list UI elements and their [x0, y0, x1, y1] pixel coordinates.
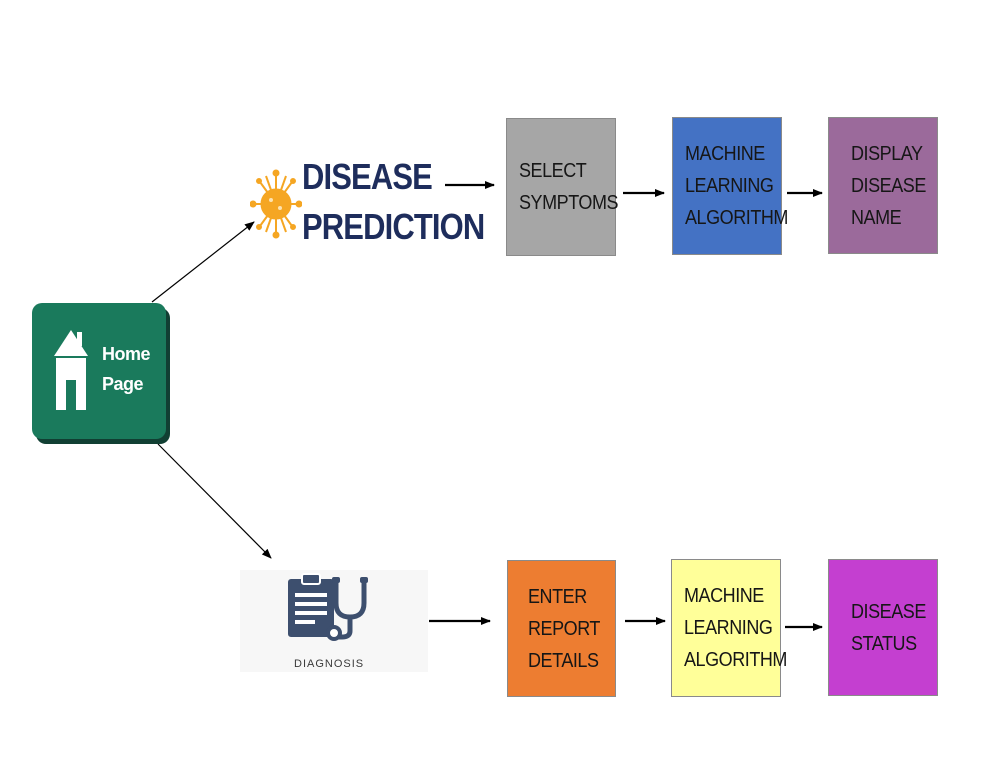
- display-disease-line2: DISEASE: [851, 174, 926, 197]
- enter-report-line2: REPORT: [528, 617, 600, 640]
- ml-algorithm-top-box[interactable]: MACHINE LEARNING ALGORITHM: [672, 117, 788, 255]
- enter-report-line3: DETAILS: [528, 649, 599, 672]
- arrow-home-to-diagnosis: [157, 443, 272, 559]
- ml-algorithm-bottom-box[interactable]: MACHINE LEARNING ALGORITHM: [671, 559, 787, 697]
- enter-report-details-box[interactable]: ENTER REPORT DETAILS: [507, 560, 616, 697]
- enter-report-line1: ENTER: [528, 585, 587, 608]
- ml-top-line3: ALGORITHM: [685, 207, 788, 229]
- home-page-button[interactable]: Home Page: [32, 303, 166, 439]
- ml-bottom-line2: LEARNING: [684, 617, 773, 639]
- ml-top-line1: MACHINE: [685, 143, 765, 165]
- display-disease-name-box[interactable]: DISPLAY DISEASE NAME: [828, 117, 938, 254]
- display-disease-line3: NAME: [851, 206, 902, 229]
- clipboard-stethoscope-icon: [288, 573, 368, 641]
- ml-top-line2: LEARNING: [685, 175, 774, 197]
- disease-prediction-line2: PREDICTION: [302, 206, 485, 247]
- arrow-home-to-prediction: [151, 221, 255, 303]
- disease-status-line1: DISEASE: [851, 601, 926, 623]
- disease-prediction-logo[interactable]: [249, 160, 303, 253]
- disease-prediction-title: DISEASE PREDICTION: [302, 152, 485, 252]
- home-label-line2: Page: [102, 374, 144, 394]
- ml-bottom-line3: ALGORITHM: [684, 649, 787, 671]
- home-label-line1: Home: [102, 344, 151, 364]
- display-disease-line1: DISPLAY: [851, 142, 923, 165]
- disease-prediction-line1: DISEASE: [302, 156, 433, 197]
- house-icon: [54, 330, 88, 410]
- select-symptoms-box[interactable]: SELECT SYMPTOMS: [506, 118, 619, 256]
- select-symptoms-line2: SYMPTOMS: [519, 192, 619, 214]
- disease-status-box[interactable]: DISEASE STATUS: [828, 559, 938, 696]
- diagnosis-label: DIAGNOSIS: [294, 658, 365, 670]
- select-symptoms-line1: SELECT: [519, 160, 587, 182]
- disease-status-line2: STATUS: [851, 633, 917, 655]
- virus-icon: [249, 169, 303, 239]
- home-page-label: Home Page: [102, 339, 164, 399]
- ml-bottom-line1: MACHINE: [684, 585, 764, 607]
